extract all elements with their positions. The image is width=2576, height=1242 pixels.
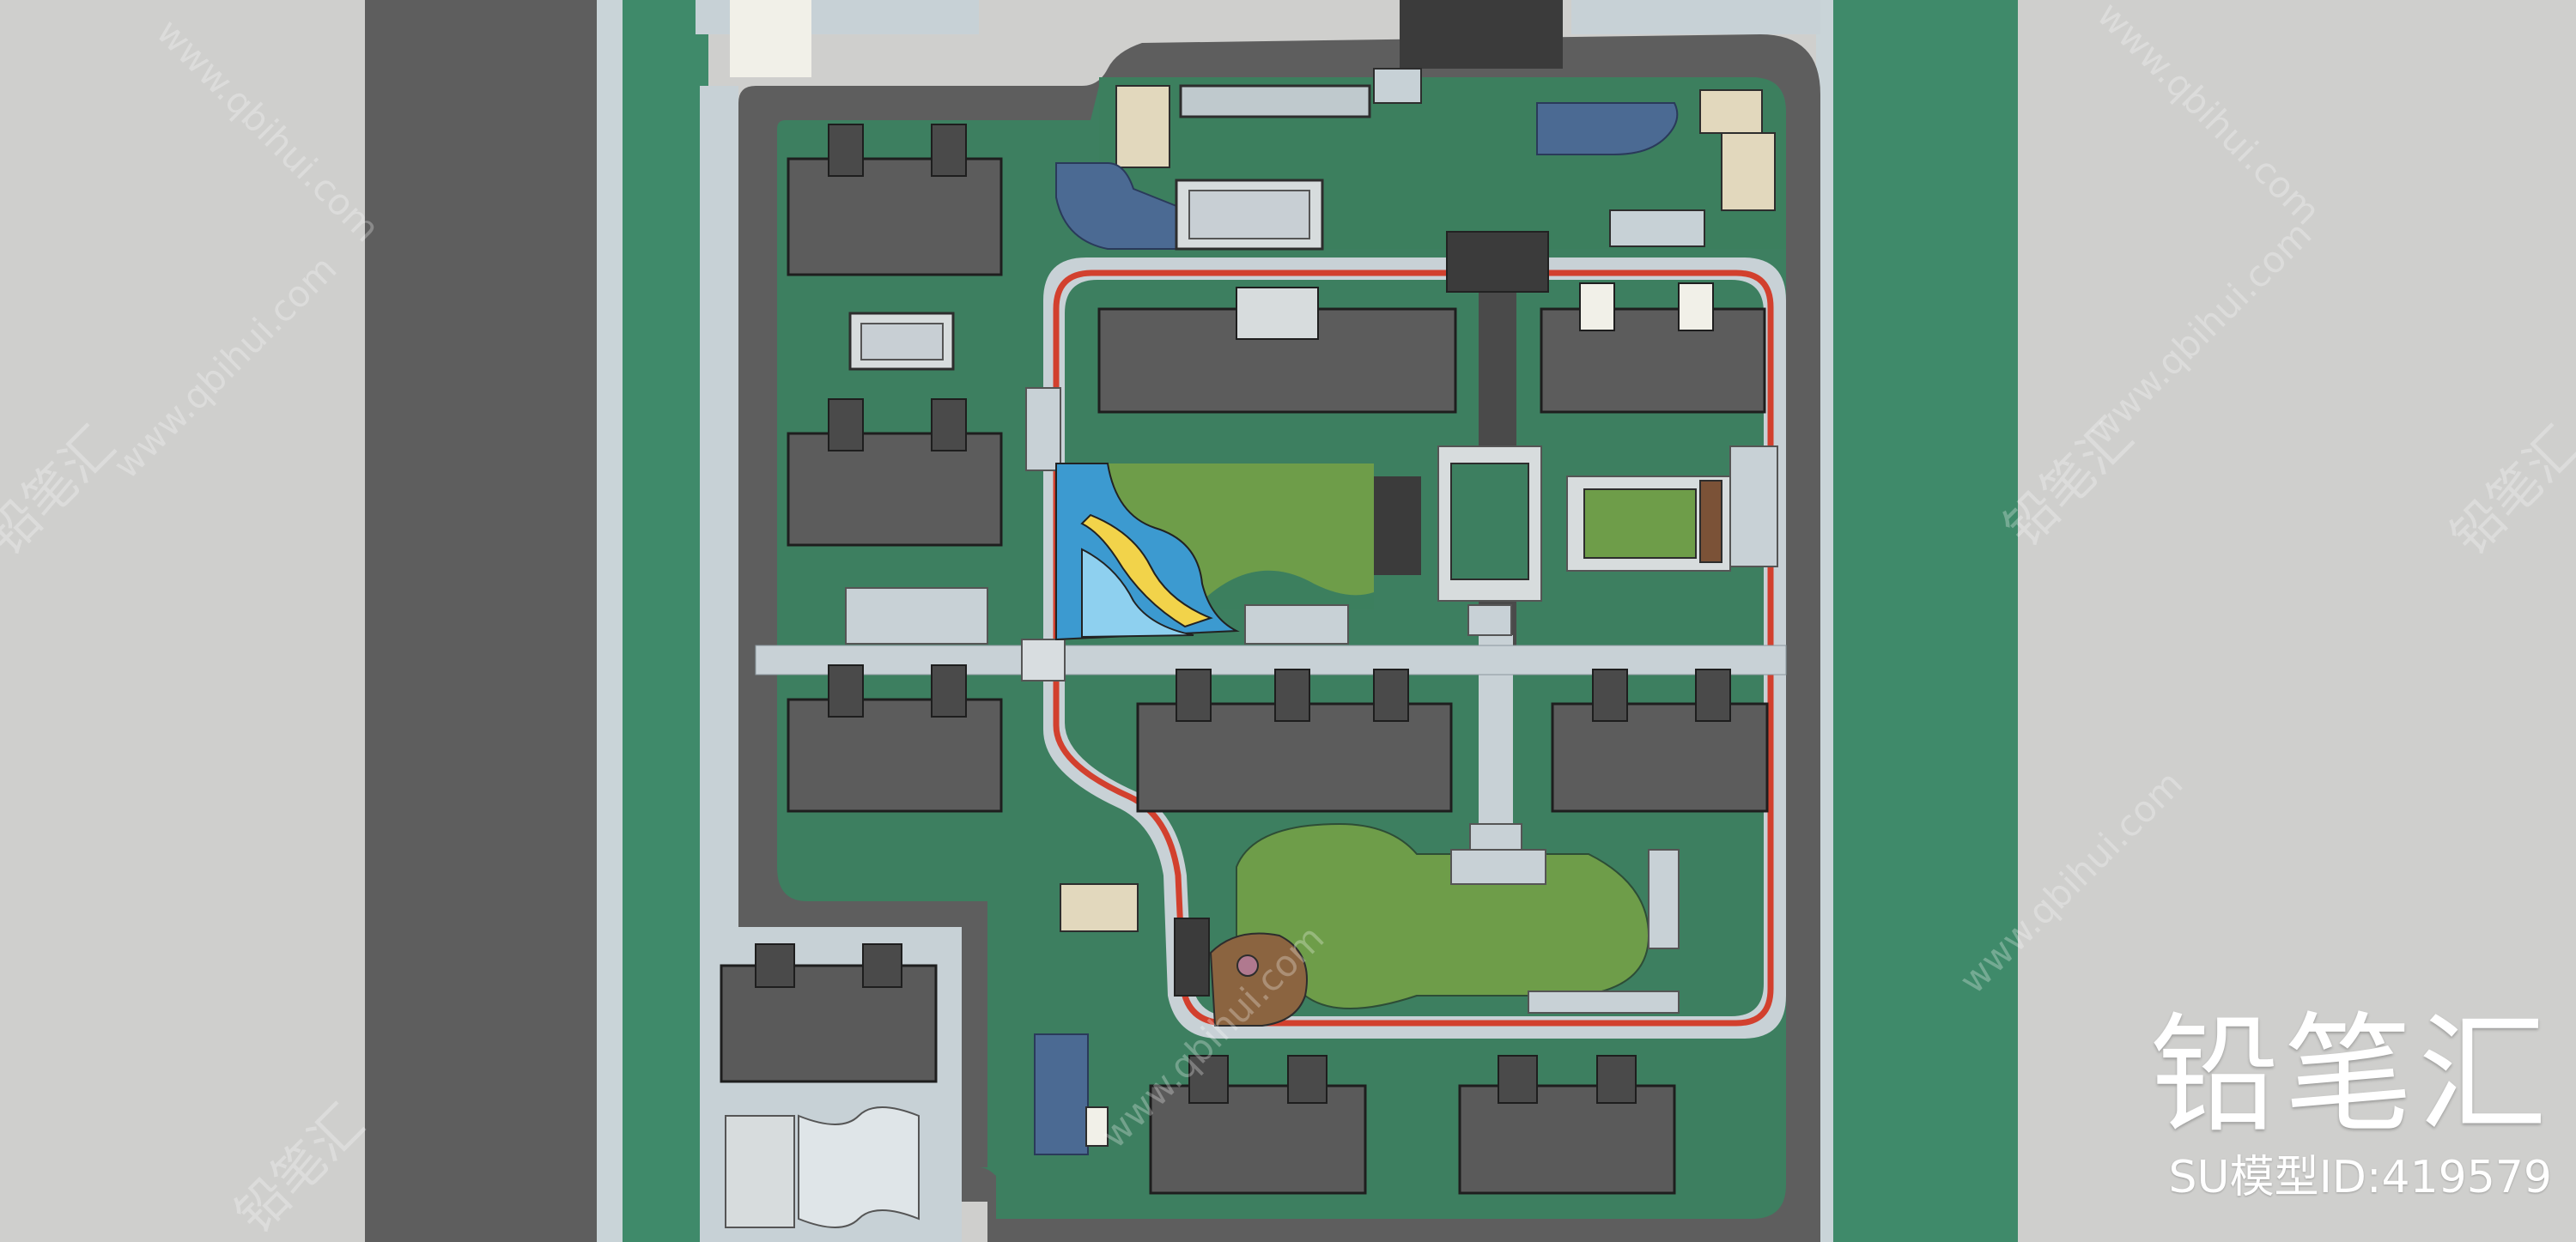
east-green-belt — [1829, 0, 2018, 1242]
central-pavilion — [1374, 476, 1421, 575]
playground-shelter — [1244, 604, 1349, 645]
building-mid-east — [1551, 669, 1769, 813]
east-west-walkway — [755, 645, 1787, 676]
west-service-pad — [845, 587, 988, 645]
south-west-pond — [1034, 1033, 1089, 1155]
building-west-3 — [787, 664, 1003, 813]
north-pond-west — [1055, 162, 1177, 250]
west-sidewalk — [597, 0, 623, 1242]
building-north-center — [1097, 287, 1457, 414]
sports-court-bleachers — [1699, 480, 1722, 563]
south-garden-bench-row — [1528, 991, 1680, 1014]
central-plaza-steps — [1467, 604, 1512, 636]
north-feature-wall — [1179, 84, 1371, 118]
north-east-paving — [1571, 0, 1820, 34]
north-guardhouse — [730, 0, 811, 77]
south-garden-shed — [1174, 918, 1210, 997]
west-road — [365, 0, 597, 1242]
building-west-1 — [787, 124, 1003, 276]
north-pavilion — [1373, 68, 1422, 104]
playground-wave-light — [1081, 548, 1194, 639]
central-lawn-shadow — [1198, 570, 1374, 609]
playground-wave-yellow — [1080, 513, 1213, 628]
north-pond-east — [1536, 102, 1679, 155]
north-east-sandpit-1 — [1699, 89, 1763, 134]
south-garden-pavilion — [1450, 849, 1546, 885]
north-sandpit — [1115, 85, 1170, 168]
north-pool — [1188, 190, 1310, 239]
south-sandpit — [1060, 883, 1139, 932]
central-axis-gate — [1446, 231, 1549, 293]
north-east-paving-pad — [1609, 209, 1705, 247]
south-west-wave-paving — [798, 1106, 920, 1228]
north-walkway — [1025, 387, 1061, 471]
west-green-belt — [623, 0, 708, 1242]
sports-court — [1583, 488, 1697, 559]
building-south-1 — [1149, 1055, 1367, 1195]
south-west-kiosk — [1085, 1106, 1109, 1147]
building-north-east — [1540, 282, 1766, 414]
south-garden-east-pad — [1648, 849, 1680, 949]
building-mid-center — [1136, 669, 1453, 813]
west-walkway-node — [1021, 639, 1066, 682]
south-garden-playground — [1209, 932, 1308, 1027]
east-side-pad — [1729, 445, 1778, 567]
south-playground-ring — [1236, 954, 1259, 977]
north-east-sandpit-2 — [1721, 132, 1776, 211]
north-gate-plaza — [1400, 0, 1563, 69]
central-plaza-lawn — [1450, 463, 1529, 580]
west-pool — [860, 323, 944, 360]
building-south-west — [720, 943, 938, 1083]
building-south-2 — [1458, 1055, 1676, 1195]
building-west-2 — [787, 398, 1003, 547]
south-west-court — [725, 1115, 795, 1228]
